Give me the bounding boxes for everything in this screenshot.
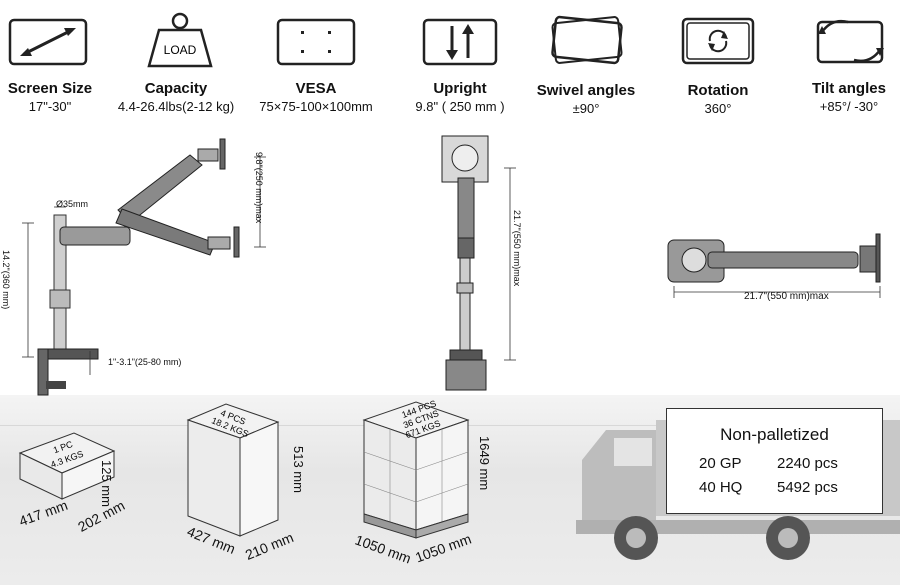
spec-capacity: Capacity 4.4-26.4lbs(2-12 kg) <box>106 80 246 114</box>
pole-height-label: 14.2"(360 mm) <box>1 250 11 310</box>
upright-arrows-icon <box>422 18 498 66</box>
rotation-icon <box>681 17 755 65</box>
spec-vesa: VESA 75×75-100×100mm <box>246 80 386 114</box>
spec-title: Swivel angles <box>536 82 636 99</box>
pallet-height: 1649 mm <box>477 436 492 491</box>
top-length-label: 21.7"(550 mm)max <box>744 291 829 302</box>
spec-value: 17"-30" <box>28 99 72 114</box>
spec-title: Tilt angles <box>812 80 886 97</box>
container-type: 40 HQ <box>699 479 743 496</box>
spec-title: Screen Size <box>7 80 93 97</box>
single-box-height: 125 mm <box>99 460 114 507</box>
spec-value: ±90° <box>572 101 600 116</box>
front-height-label: 21.7"(550 mm)max <box>512 210 522 287</box>
load-icon-text: LOAD <box>164 43 197 57</box>
spec-value: 360° <box>704 101 732 116</box>
single-box-drawing: 1 PC 4.3 KGS <box>18 432 116 500</box>
tilt-icon <box>816 19 884 64</box>
container-type: 20 GP <box>699 455 742 472</box>
spec-swivel: Swivel angles ±90° <box>530 82 642 116</box>
container-qty: 5492 pcs <box>777 479 838 496</box>
spec-title: Upright <box>433 80 487 97</box>
spec-screen-size: Screen Size 17"-30" <box>0 80 100 114</box>
side-view-drawing <box>22 138 266 396</box>
spec-title: VESA <box>295 80 337 97</box>
vesa-holes-icon <box>276 18 356 66</box>
spec-tilt: Tilt angles +85°/ -30° <box>798 80 900 114</box>
spec-rotation: Rotation 360° <box>666 82 770 116</box>
shipping-info-panel: Non-palletized 20 GP 2240 pcs 40 HQ 5492… <box>666 408 883 514</box>
swivel-icon <box>551 15 623 65</box>
load-weight-icon: LOAD <box>147 12 213 68</box>
carton-box-drawing: 4 PCS 18.2 KGS <box>186 403 280 537</box>
container-qty: 2240 pcs <box>777 455 838 472</box>
pole-diameter-label: Ø35mm <box>56 199 89 209</box>
spec-upright: Upright 9.8" ( 250 mm ) <box>400 80 520 114</box>
top-view-drawing <box>667 233 881 298</box>
spec-value: 9.8" ( 250 mm ) <box>415 99 505 114</box>
spec-title: Rotation <box>687 82 749 99</box>
screen-size-icon <box>8 18 88 66</box>
spec-value: 4.4-26.4lbs(2-12 kg) <box>117 99 235 114</box>
shipping-title: Non-palletized <box>720 425 829 444</box>
spec-value: +85°/ -30° <box>819 99 879 114</box>
spec-title: Capacity <box>144 80 208 97</box>
front-view-drawing <box>441 135 516 391</box>
pallet-drawing: 144 PCS 36 CTNS 671 KGS <box>362 398 470 539</box>
spec-value: 75×75-100×100mm <box>259 99 373 114</box>
height-range-label: 9.8"(250 mm)max <box>254 152 264 224</box>
clamp-range-label: 1"-3.1"(25-80 mm) <box>108 357 182 367</box>
carton-box-height: 513 mm <box>291 446 306 493</box>
